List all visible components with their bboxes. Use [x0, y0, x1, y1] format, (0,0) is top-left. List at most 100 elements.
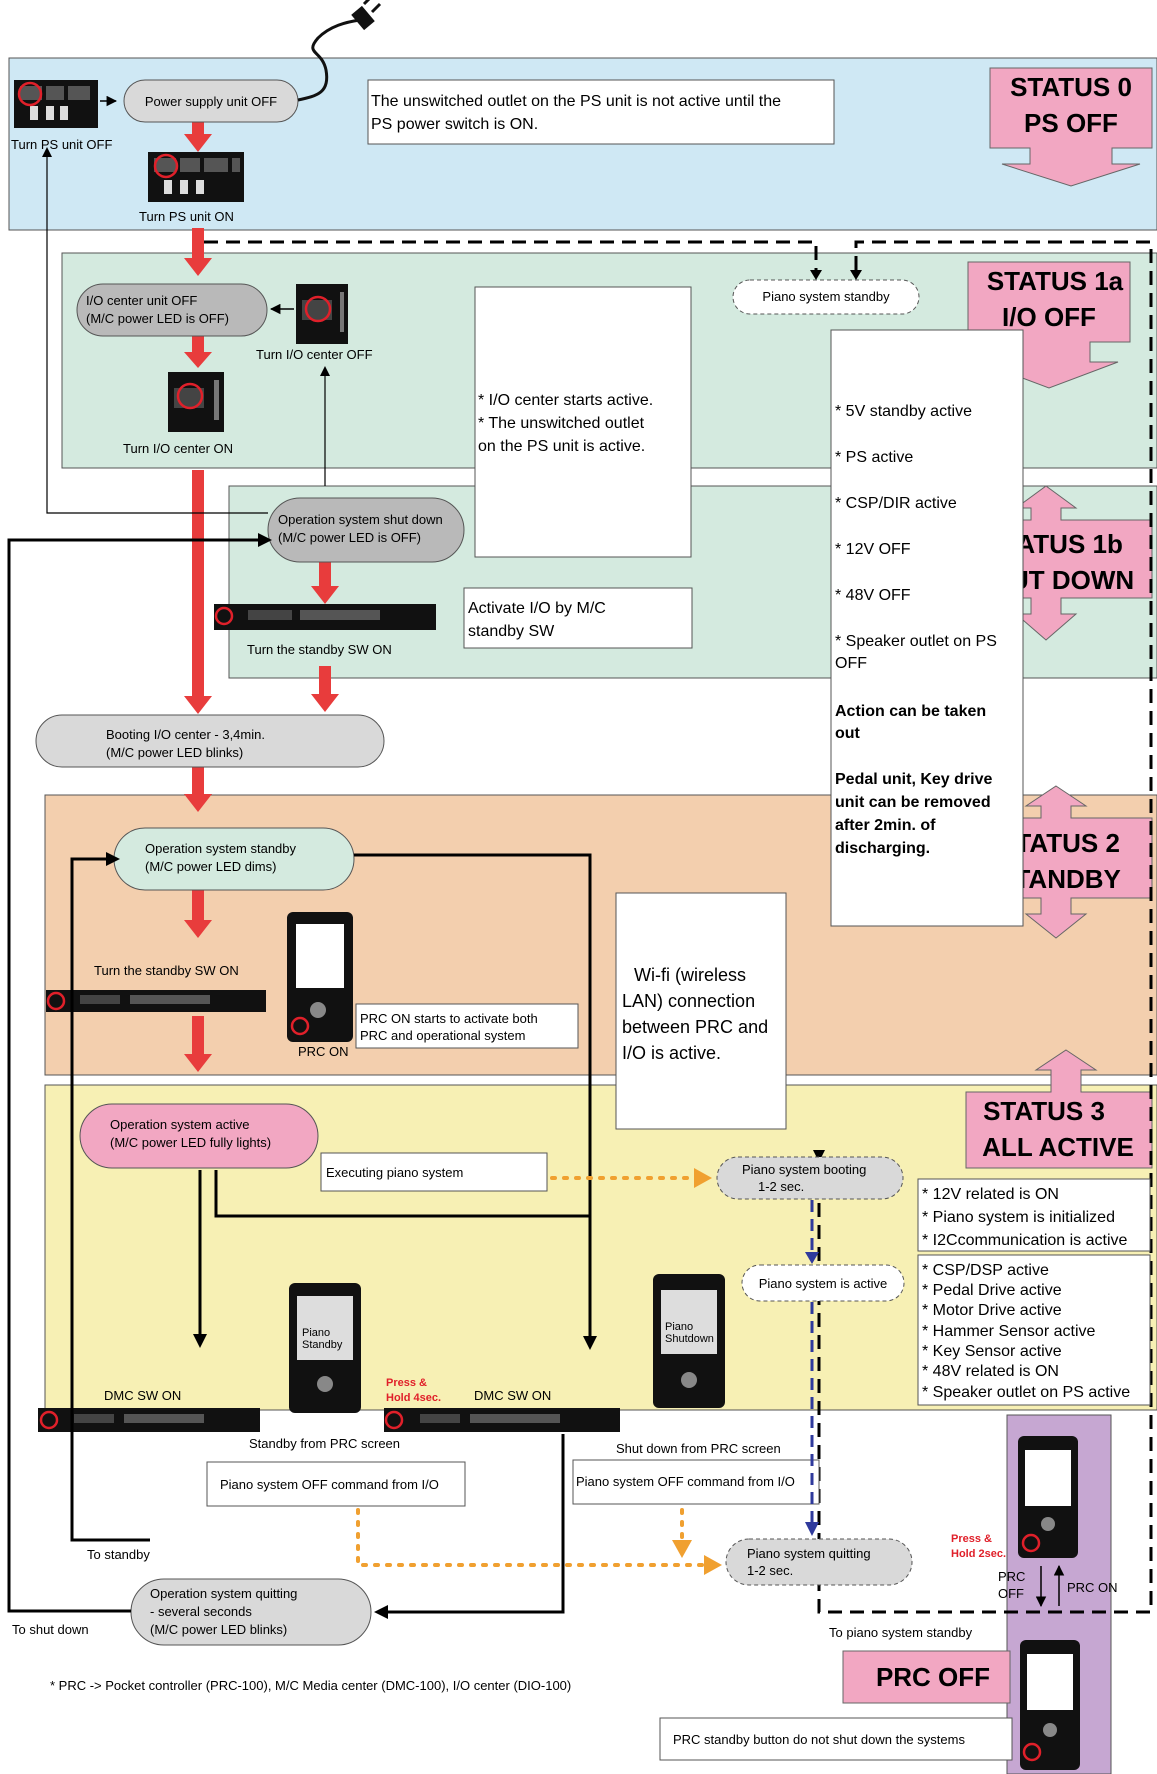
os-active-line1: Operation system active [110, 1117, 249, 1132]
standby-list-bold: out [835, 725, 861, 742]
piano-off-cmd-right-note: Piano system OFF command from I/O [572, 1459, 820, 1505]
active-list-item: * 48V related is ON [922, 1363, 1059, 1380]
prc-screen-shutdown-line2: Shutdown [665, 1333, 714, 1345]
io-center-device-top [296, 284, 348, 344]
footnote: * PRC -> Pocket controller (PRC-100), M/… [50, 1678, 571, 1693]
piano-booting-node: Piano system booting 1-2 sec. [716, 1156, 904, 1200]
prc-on-label: PRC ON [298, 1044, 349, 1059]
status-0-title: STATUS 0 [1010, 72, 1132, 102]
booting-io-line1: Booting I/O center - 3,4min. [106, 727, 265, 742]
os-shut-down-line1: Operation system shut down [278, 512, 443, 527]
piano-off-cmd-left-text: Piano system OFF command from I/O [220, 1477, 439, 1492]
active-list-item: * Piano system is initialized [922, 1209, 1115, 1226]
booting-io-node: Booting I/O center - 3,4min. (M/C power … [35, 714, 385, 768]
piano-booting-line2: 1-2 sec. [758, 1179, 804, 1194]
prc-off-badge: PRC OFF [842, 1650, 1011, 1704]
status-3-title: STATUS 3 [983, 1096, 1105, 1126]
turn-ps-on-label: Turn PS unit ON [139, 209, 234, 224]
standby-info-box: * 5V standby active * PS active * CSP/DI… [830, 329, 1024, 927]
dmc-sw-on-right-label: DMC SW ON [474, 1388, 551, 1403]
dashed-arrowhead-booting [813, 1150, 825, 1162]
thin-arrowhead-turn-ps-off [42, 147, 52, 157]
os-quitting-node: Operation system quitting - several seco… [130, 1578, 372, 1646]
dmc-device-status-2 [46, 990, 266, 1012]
press-hold-2-label: Press & Hold 2sec. [951, 1533, 1006, 1560]
press-hold-2-line1: Press & [951, 1533, 992, 1545]
piano-quitting-line2: 1-2 sec. [747, 1563, 793, 1578]
status-3-badge: STATUS 3 ALL ACTIVE [965, 1049, 1153, 1169]
turn-ps-off-label: Turn PS unit OFF [11, 137, 112, 152]
press-hold-4-label: Press & Hold 4sec. [386, 1377, 441, 1404]
active-info-box-1: * 12V related is ON * Piano system is in… [917, 1178, 1151, 1252]
activate-io-line2: standby SW [468, 623, 555, 640]
prc-screen-standby-line1: Piano [302, 1327, 330, 1339]
standby-list-item: * CSP/DIR active [835, 495, 957, 512]
os-shut-down-node: Operation system shut down (M/C power LE… [267, 497, 465, 563]
io-center-off-line1: I/O center unit OFF [86, 293, 197, 308]
active-list-item: * Hammer Sensor active [922, 1323, 1095, 1340]
black-flow-arrowheads [106, 533, 597, 1619]
prc-off-small-line1: PRC [998, 1569, 1025, 1584]
wifi-note-line1: Wi-fi (wireless [634, 965, 746, 985]
io-center-device-bottom [168, 372, 224, 432]
turn-io-off-label: Turn I/O center OFF [256, 347, 373, 362]
turn-io-on-label: Turn I/O center ON [123, 441, 233, 456]
piano-active-node: Piano system is active [741, 1264, 905, 1302]
active-list-item: * I2Ccommunication is active [922, 1232, 1128, 1249]
status-1a-subtitle: I/O OFF [1002, 302, 1096, 332]
io-note-line2: * The unswitched outlet [478, 415, 645, 432]
io-note-line3: on the PS unit is active. [478, 438, 645, 455]
os-quitting-line3: (M/C power LED blinks) [150, 1622, 287, 1637]
to-piano-standby-label: To piano system standby [829, 1625, 973, 1640]
active-list-item: * Pedal Drive active [922, 1282, 1062, 1299]
wifi-note-line2: LAN) connection [622, 991, 755, 1011]
standby-list-item: * 48V OFF [835, 587, 911, 604]
standby-from-prc-label: Standby from PRC screen [249, 1436, 400, 1451]
prc-on-note-line2: PRC and operational system [360, 1028, 525, 1043]
activate-io-line1: Activate I/O by M/C [468, 600, 606, 617]
status-0-subtitle: PS OFF [1024, 108, 1118, 138]
dmc-sw-on-left-label: DMC SW ON [104, 1388, 181, 1403]
io-note-box: * I/O center starts active. * The unswit… [474, 286, 692, 558]
piano-standby-node: Piano system standby [732, 279, 920, 315]
standby-list-bold: discharging. [835, 840, 930, 857]
os-standby-line2: (M/C power LED dims) [145, 859, 276, 874]
prc-standby-note-text: PRC standby button do not shut down the … [673, 1732, 965, 1747]
executing-text: Executing piano system [326, 1165, 463, 1180]
turn-standby-sw-on-label-1b: Turn the standby SW ON [247, 642, 392, 657]
power-supply-off-node: Power supply unit OFF [123, 79, 299, 123]
power-plug-icon [297, 0, 382, 102]
thin-connector-lines [46, 155, 326, 514]
orange-arrowheads [672, 1168, 722, 1575]
power-supply-off-text: Power supply unit OFF [145, 94, 277, 109]
standby-list-bold: Action can be taken [835, 703, 986, 720]
ps-note-line1: The unswitched outlet on the PS unit is … [371, 93, 781, 110]
press-hold-2-line2: Hold 2sec. [951, 1548, 1006, 1560]
io-center-off-line2: (M/C power LED is OFF) [86, 311, 229, 326]
prc-on-note: PRC ON starts to activate both PRC and o… [355, 1003, 579, 1049]
os-active-node: Operation system active (M/C power LED f… [79, 1103, 319, 1169]
io-center-off-node: I/O center unit OFF (M/C power LED is OF… [76, 283, 268, 337]
executing-note: Executing piano system [320, 1152, 548, 1192]
io-note-line1: * I/O center starts active. [478, 392, 653, 409]
press-hold-4-line1: Press & [386, 1377, 427, 1389]
piano-quitting-line1: Piano system quitting [747, 1546, 871, 1561]
prc-off-title: PRC OFF [876, 1662, 990, 1692]
prc-screen-shutdown-line1: Piano [665, 1321, 693, 1333]
orange-dotted-lines [356, 1176, 708, 1567]
prc-screen-standby-line2: Standby [302, 1339, 343, 1351]
dmc-device-right [384, 1408, 620, 1432]
dashed-arrowhead-standby [810, 270, 822, 280]
shutdown-from-prc-label: Shut down from PRC screen [616, 1441, 781, 1456]
to-standby-label: To standby [87, 1547, 150, 1562]
status-0-badge: STATUS 0 PS OFF [989, 67, 1153, 187]
active-list-item: * Speaker outlet on PS active [922, 1384, 1130, 1401]
wifi-note-line4: I/O is active. [622, 1043, 721, 1063]
prc-off-small-line2: OFF [998, 1586, 1024, 1601]
ps-unit-device-left [14, 80, 98, 128]
wifi-note-line3: between PRC and [622, 1017, 768, 1037]
standby-list-bold: after 2min. of [835, 817, 936, 834]
black-flow-lines [7, 538, 592, 1614]
wifi-note: Wi-fi (wireless LAN) connection between … [615, 892, 787, 1130]
dmc-device-left [38, 1408, 260, 1432]
